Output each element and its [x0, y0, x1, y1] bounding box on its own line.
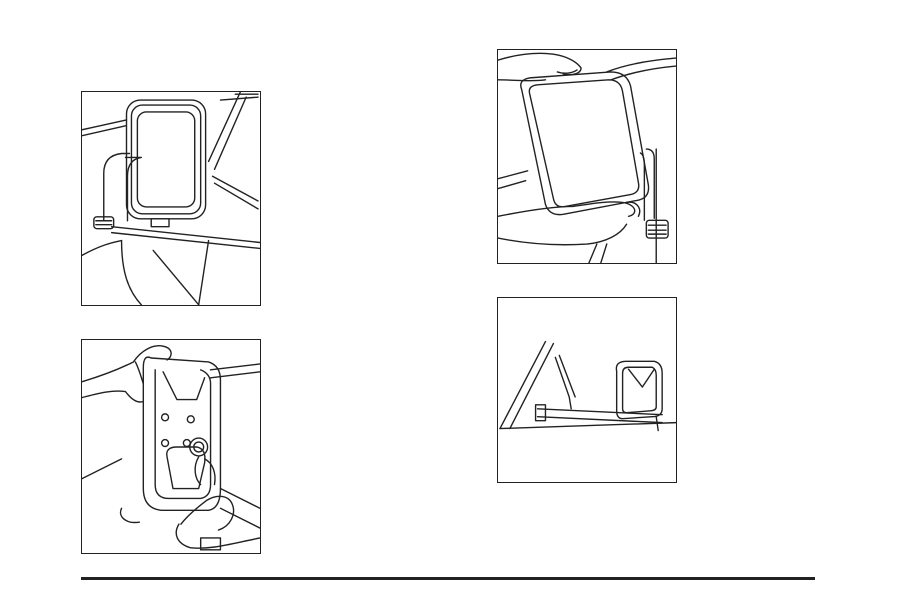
footer-rule — [81, 577, 815, 580]
illustration-mirror-tilt-hands — [497, 49, 677, 264]
illustration-mirror-back-adjust — [81, 339, 261, 554]
illustration-mirror-upright — [81, 91, 261, 306]
illustration-mirror-folded — [497, 297, 677, 483]
